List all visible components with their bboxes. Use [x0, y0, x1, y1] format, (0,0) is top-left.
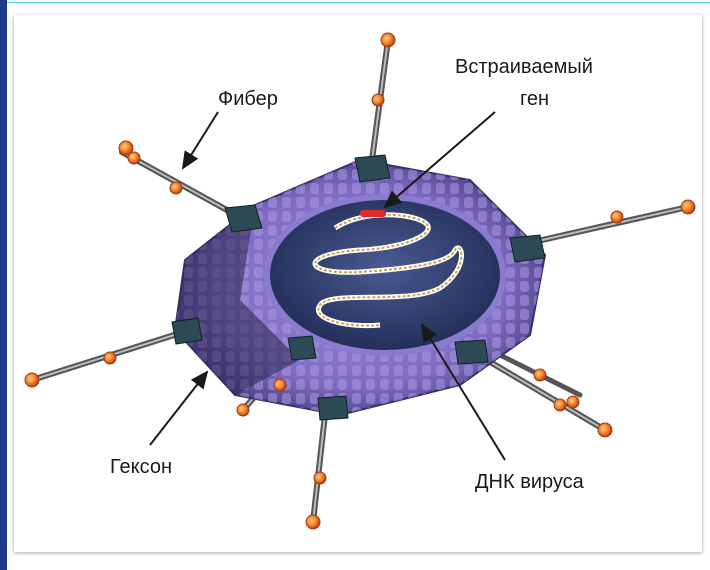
arrow-hexon — [150, 372, 207, 445]
label-hexon: Гексон — [110, 456, 172, 478]
label-fiber: Фибер — [218, 88, 278, 110]
label-inserted-gene-line1: Встраиваемый — [455, 56, 593, 78]
label-inserted-gene-line2: ген — [520, 88, 549, 110]
label-viral-dna: ДНК вируса — [475, 471, 584, 493]
capsid — [172, 155, 545, 420]
viral-core — [267, 197, 503, 353]
inserted-gene-marker — [360, 210, 386, 217]
arrow-fiber — [183, 112, 218, 168]
